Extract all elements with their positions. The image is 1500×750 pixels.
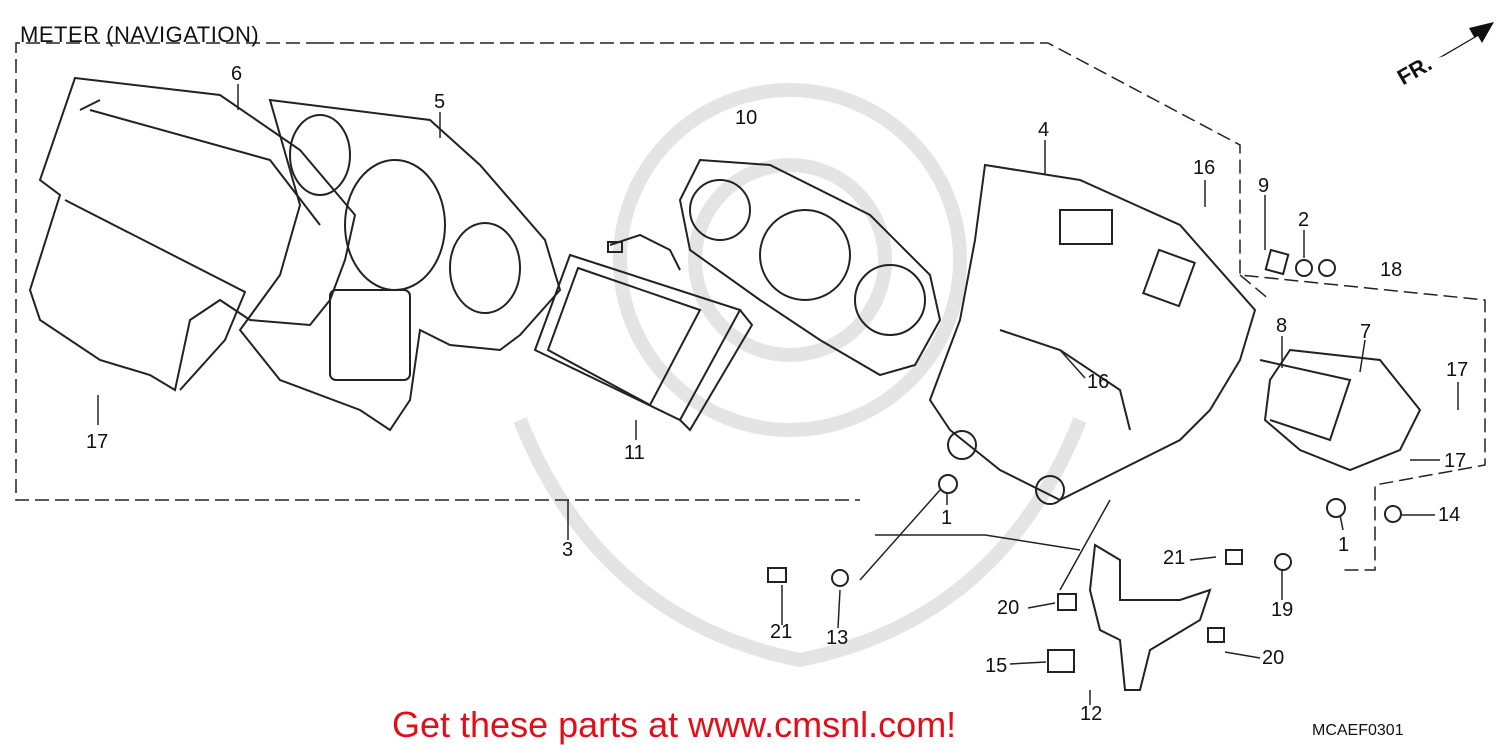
callout-14: 14: [1438, 504, 1461, 526]
callout-21-left: 21: [770, 621, 793, 643]
page-title: METER (NAVIGATION): [20, 22, 260, 47]
part-6-meter-visor: [28, 76, 357, 392]
callout-6: 6: [231, 63, 243, 85]
diagram-code: MCAEF0301: [1312, 722, 1404, 739]
leader-lines: [97, 84, 1459, 705]
part-5-meter-panel: [238, 98, 562, 432]
callout-20-left: 20: [997, 597, 1020, 619]
fasteners: [767, 248, 1402, 673]
callout-12: 12: [1080, 703, 1103, 725]
callout-2: 2: [1298, 209, 1310, 231]
callout-13: 13: [826, 627, 849, 649]
part-11-navigation-display: [533, 233, 754, 432]
callout-17-left: 17: [86, 431, 109, 453]
part-10-meter-assembly: [678, 158, 942, 377]
front-direction-arrow: [1438, 22, 1494, 58]
callout-21-right: 21: [1163, 547, 1186, 569]
callout-1-left: 1: [941, 507, 953, 529]
assembly-boundary: [15, 42, 1486, 571]
callout-7: 7: [1360, 321, 1372, 343]
front-direction-label: FR.: [1393, 51, 1436, 90]
callout-9: 9: [1258, 175, 1270, 197]
callout-11: 11: [624, 442, 645, 464]
part-4-meter-case: [928, 163, 1257, 505]
callout-3: 3: [562, 539, 574, 561]
callout-1-right: 1: [1338, 534, 1350, 556]
callout-17-right-bottom: 17: [1444, 450, 1467, 472]
callout-15: 15: [985, 655, 1008, 677]
callout-16-mid: 16: [1087, 371, 1110, 393]
promo-link-text[interactable]: Get these parts at www.cmsnl.com!: [392, 704, 957, 745]
callout-18: 18: [1380, 259, 1403, 281]
part-12-meter-stay: [1088, 543, 1212, 691]
callout-19: 19: [1271, 599, 1294, 621]
callout-8: 8: [1276, 315, 1288, 337]
callout-4: 4: [1038, 119, 1050, 141]
callout-10: 10: [735, 107, 758, 129]
callout-17-right-top: 17: [1446, 359, 1469, 381]
watermark-logo: [513, 83, 1087, 668]
part-7-rear-cover: [1259, 348, 1422, 472]
callout-5: 5: [434, 91, 446, 113]
callout-20-right: 20: [1262, 647, 1285, 669]
callout-16-top: 16: [1193, 157, 1216, 179]
